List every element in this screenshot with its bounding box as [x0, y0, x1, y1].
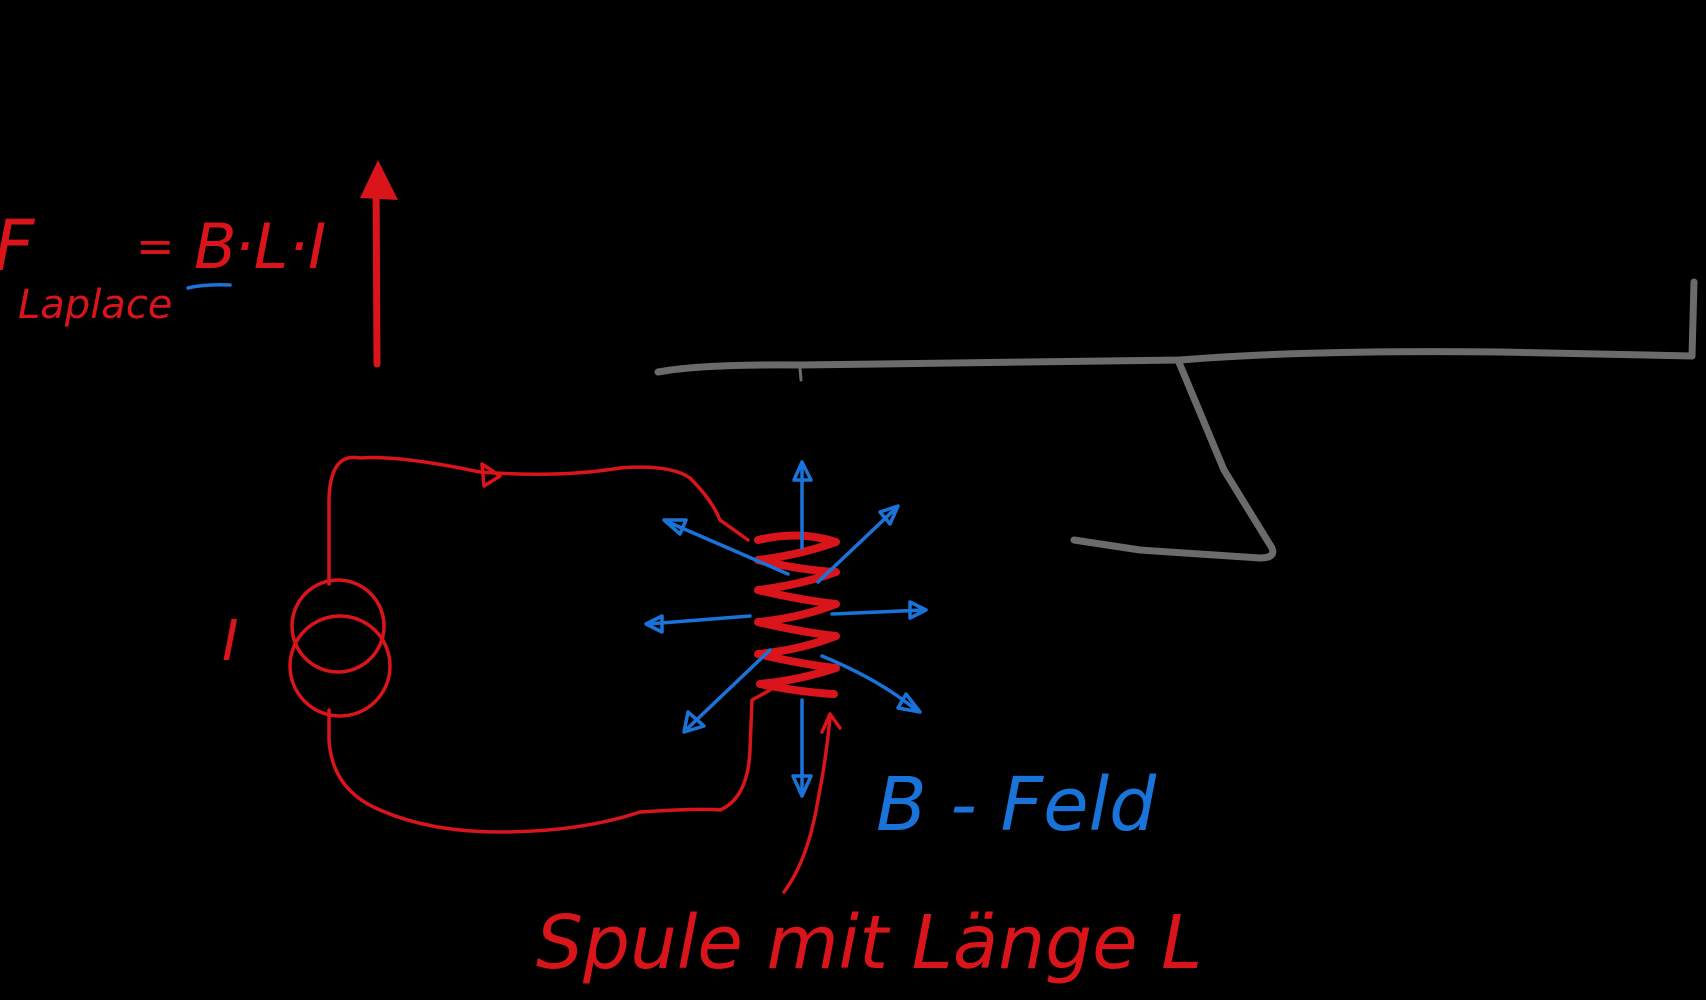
formula-subscript: Laplace	[18, 282, 172, 328]
coil-label: Spule mit Länge L	[536, 900, 1202, 986]
formula-f: F	[0, 205, 36, 287]
b-underline	[186, 283, 232, 290]
formula-b: B	[194, 210, 237, 283]
formula-rest: ·L·I	[234, 210, 326, 283]
coil	[754, 531, 840, 698]
b-field-arrows: B - Feld	[644, 460, 1157, 848]
coil-pointer	[782, 712, 842, 894]
current-source-label: I	[222, 609, 239, 674]
current-source: I	[222, 578, 392, 718]
circuit-wires	[327, 455, 772, 834]
laplace-force-formula: F Laplace = B ·L·I	[0, 205, 326, 328]
formula-equals: =	[136, 219, 175, 273]
b-field-label: B - Feld	[876, 762, 1157, 848]
lever-structure	[654, 278, 1698, 562]
force-arrow	[360, 160, 398, 368]
